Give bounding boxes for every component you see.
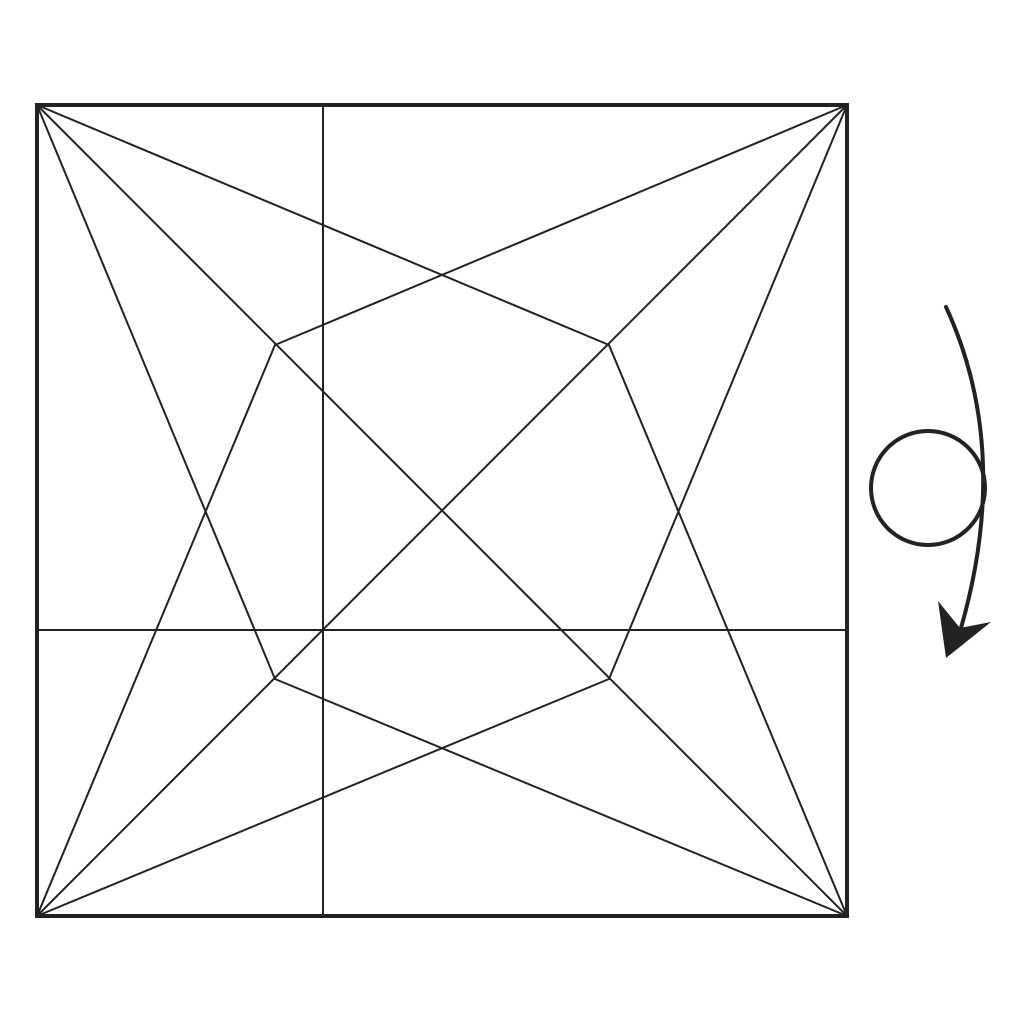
paper-square-outline [35,103,849,918]
star-crease-top-right-to-lower-right-vertex [608,104,848,680]
star-crease-bottom-right-to-upper-right-vertex [608,344,848,917]
star-crease-bottom-left-to-upper-left-vertex [36,344,276,917]
star-crease-top-right-to-upper-left-vertex [274,104,848,346]
diagonal-crease-top-right-to-bottom-left [36,104,848,917]
turn-over-arrow-curve [944,305,986,630]
star-crease-bottom-right-to-lower-left-vertex [274,678,848,917]
turn-over-arrowhead-icon [938,601,991,658]
star-crease-top-left-to-lower-left-vertex [36,104,276,680]
star-crease-bottom-left-to-lower-right-vertex [36,678,610,917]
star-crease-top-left-to-upper-right-vertex [36,104,610,346]
turn-over-symbol [869,305,991,658]
turn-over-circle-icon [869,429,987,547]
